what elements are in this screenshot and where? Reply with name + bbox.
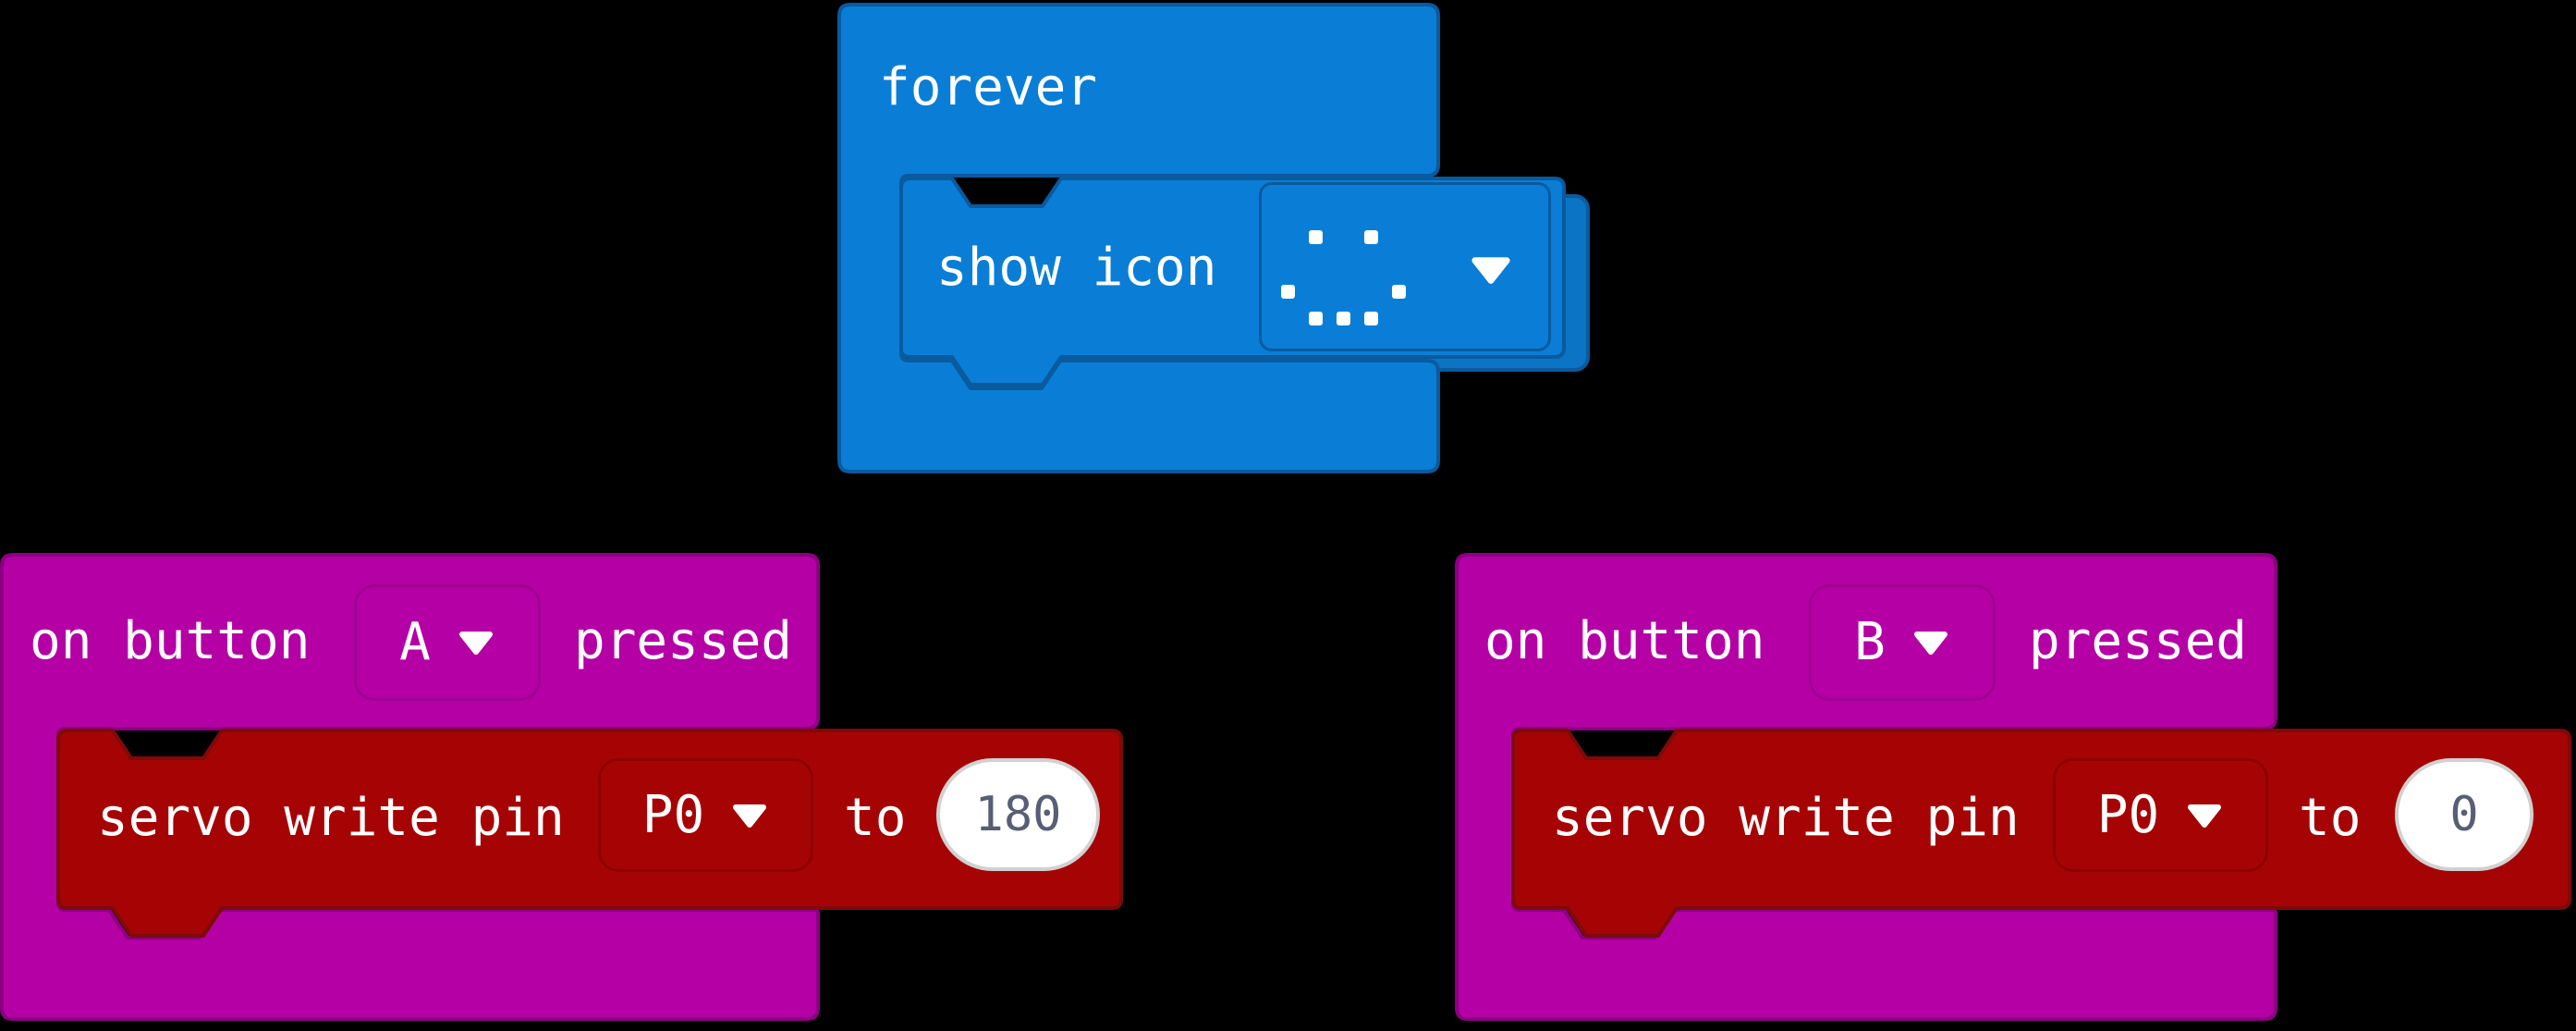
forever-block-shape[interactable] xyxy=(837,3,1440,473)
chevron-down-icon xyxy=(2188,804,2222,828)
to-label: to xyxy=(2299,788,2362,848)
button-dropdown-field[interactable]: A xyxy=(354,584,541,701)
led-dot xyxy=(1281,284,1295,299)
pin-dropdown-value: P0 xyxy=(641,784,705,845)
chevron-down-icon xyxy=(733,804,767,828)
on-button-label: on button xyxy=(1484,611,1765,671)
led-dot xyxy=(1392,284,1406,299)
on-button-b-block-shape[interactable] xyxy=(1455,553,2277,1021)
on-button-b-block[interactable]: on button B pressed servo write pin P0 t… xyxy=(1457,555,2533,1019)
chevron-down-icon xyxy=(458,632,493,655)
led-dot xyxy=(1337,312,1350,325)
button-dropdown-field[interactable]: B xyxy=(1809,584,1996,701)
angle-value-input[interactable]: 180 xyxy=(936,758,1100,871)
servo-write-pin-label: servo write pin xyxy=(1552,788,2020,848)
forever-label: forever xyxy=(879,57,1098,117)
chevron-down-icon xyxy=(1471,257,1510,284)
angle-value-input[interactable]: 0 xyxy=(2395,758,2533,871)
led-dot xyxy=(1309,229,1323,244)
servo-write-b-block-shape[interactable] xyxy=(1511,729,2571,938)
pin-dropdown-value: P0 xyxy=(2096,784,2160,845)
pin-dropdown-field[interactable]: P0 xyxy=(2053,758,2268,872)
chevron-down-icon xyxy=(1913,632,1947,655)
happy-face-led-icon xyxy=(1281,203,1425,339)
icon-dropdown-field[interactable] xyxy=(1259,182,1551,351)
button-dropdown-value: B xyxy=(1854,612,1886,672)
pressed-label: pressed xyxy=(574,611,793,671)
led-dot xyxy=(1364,312,1378,325)
on-button-a-block[interactable]: on button A pressed servo write pin P0 t… xyxy=(2,555,1100,1019)
show-icon-label: show icon xyxy=(936,238,1217,298)
pin-dropdown-field[interactable]: P0 xyxy=(598,758,813,872)
led-dot xyxy=(1309,312,1323,325)
button-dropdown-value: A xyxy=(399,612,431,672)
on-button-a-block-shape[interactable] xyxy=(0,553,820,1021)
servo-write-a-block-shape[interactable] xyxy=(56,729,1123,938)
led-dot xyxy=(1364,229,1378,244)
to-label: to xyxy=(844,788,907,848)
on-button-label: on button xyxy=(30,611,311,671)
pressed-label: pressed xyxy=(2029,611,2248,671)
servo-write-pin-label: servo write pin xyxy=(97,788,565,848)
